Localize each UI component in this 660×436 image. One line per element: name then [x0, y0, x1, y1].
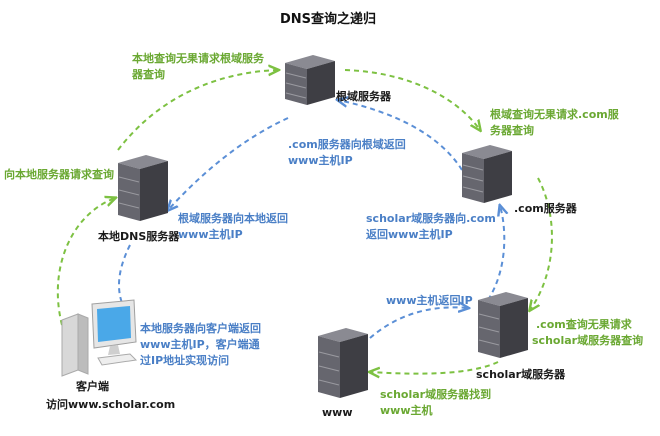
step-com-to-root-1: .com服务器向根域返回: [288, 138, 406, 151]
local-dns-server-label: 本地DNS服务器: [98, 230, 180, 243]
step-root-to-com-2: 务器查询: [490, 124, 534, 137]
step-scholar-to-com-1: scholar域服务器向.com: [366, 212, 496, 225]
client-visit-label: 访问www.scholar.com: [46, 398, 176, 411]
arrow-scholar-to-com: [487, 206, 504, 301]
scholar-server-icon: [478, 292, 528, 358]
client-label: 客户端: [76, 380, 109, 393]
step-root-to-com-1: 根域查询无果请求.com服: [490, 108, 619, 121]
root-server-icon: [285, 55, 335, 105]
com-server-label: .com服务器: [514, 202, 577, 215]
com-server-icon: [462, 145, 512, 203]
step-com-to-scholar-2: scholar域服务器查询: [532, 334, 644, 347]
scholar-server-label: scholar域服务器: [476, 368, 566, 381]
arrow-client-to-local: [56, 198, 115, 326]
diagram-title: DNS查询之递归: [280, 12, 377, 27]
www-server-icon: [318, 328, 368, 398]
step-local-to-client-3: 过IP地址实现访问: [140, 354, 230, 367]
step-local-to-root-1: 本地查询无果请求根域服务: [132, 52, 264, 65]
step-scholar-to-www-2: www主机: [380, 404, 433, 417]
arrow-scholar-to-www: [370, 361, 499, 374]
arrow-root-to-local: [168, 117, 289, 210]
client-computer-icon: [61, 299, 138, 377]
arrow-com-to-root: [338, 100, 463, 171]
arrow-root-to-com: [344, 69, 480, 130]
arrow-local-to-root: [117, 70, 278, 151]
step-www-to-scholar: www主机返回IP: [386, 294, 473, 307]
step-local-to-client-2: www主机IP，客户端通: [140, 338, 260, 351]
step-scholar-to-www-1: scholar域服务器找到: [380, 388, 492, 401]
arrow-www-to-scholar: [369, 307, 468, 339]
step-com-to-scholar-1: .com查询无果请求: [536, 318, 632, 331]
local-dns-server-icon: [118, 155, 168, 221]
step-root-to-local-2: www主机IP: [178, 228, 243, 241]
root-server-label: 根域服务器: [336, 90, 391, 103]
step-scholar-to-com-2: 返回www主机IP: [366, 228, 453, 241]
step-local-to-client-1: 本地服务器向客户端返回: [140, 322, 261, 335]
step-client-to-local: 向本地服务器请求查询: [4, 168, 114, 181]
www-server-label: www: [322, 406, 353, 419]
arrow-com-to-scholar: [530, 177, 553, 310]
step-com-to-root-2: www主机IP: [288, 154, 353, 167]
step-root-to-local-1: 根域服务器向本地返回: [178, 212, 288, 225]
step-local-to-root-2: 器查询: [132, 68, 165, 81]
